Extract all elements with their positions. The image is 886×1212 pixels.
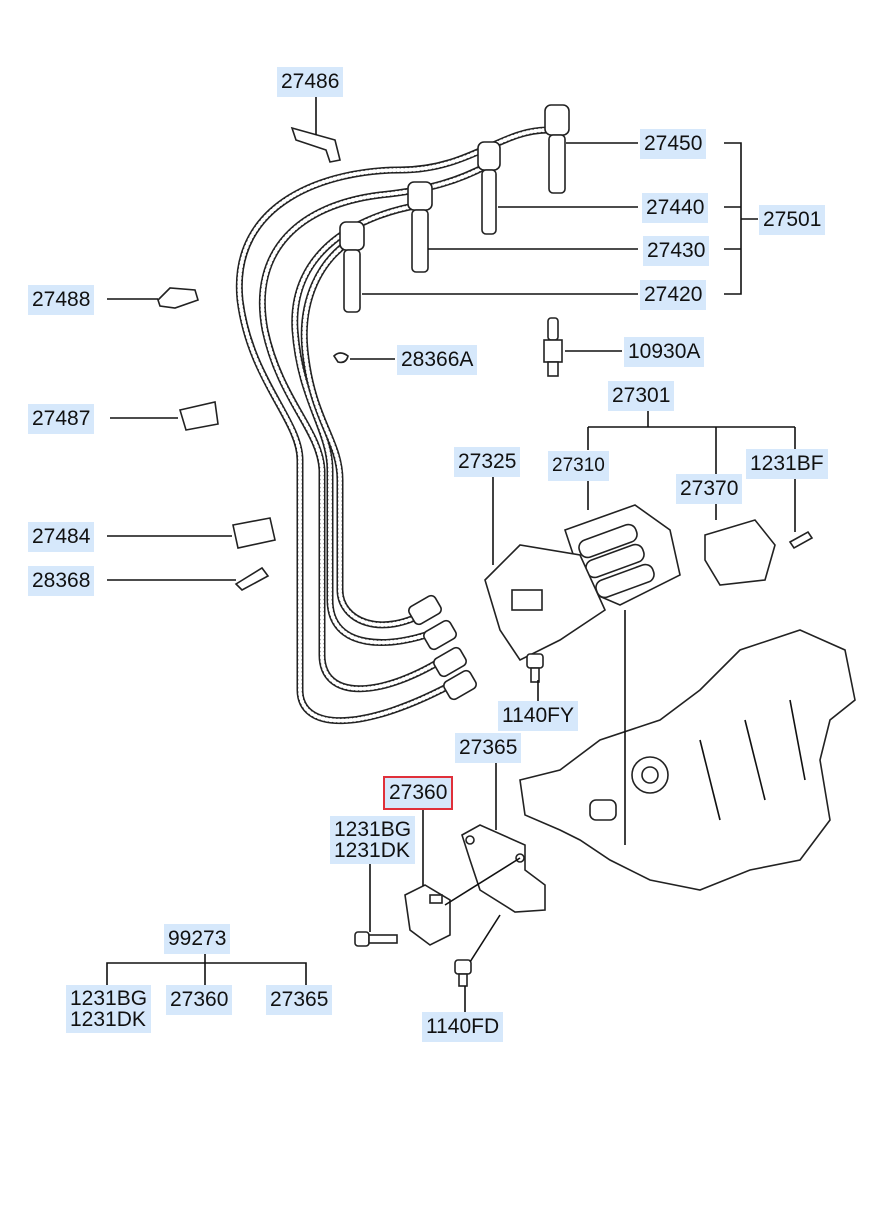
label-10930A[interactable]: 10930A <box>624 337 705 367</box>
bolt-1140FD[interactable] <box>454 959 472 987</box>
label-1140FY[interactable]: 1140FY <box>498 701 578 731</box>
label-27310[interactable]: 27310 <box>548 451 609 481</box>
wire-holder-27487[interactable] <box>178 401 219 431</box>
label-1231DK: 1231DK <box>334 839 410 862</box>
plug-boot-27440[interactable] <box>477 141 501 235</box>
label-28366A[interactable]: 28366A <box>397 345 478 375</box>
grommet-27484[interactable] <box>232 517 276 549</box>
label-27325[interactable]: 27325 <box>454 447 521 477</box>
label-1231BG: 1231BG <box>334 818 412 841</box>
label-1231BF[interactable]: 1231BF <box>746 449 828 479</box>
label-27360-selected[interactable]: 27360 <box>382 776 454 810</box>
label-kit-27360[interactable]: 27360 <box>166 985 233 1015</box>
label-28368[interactable]: 28368 <box>28 566 95 596</box>
label-27450[interactable]: 27450 <box>640 129 707 159</box>
coil-bracket-27325[interactable] <box>484 544 607 662</box>
spark-plug-10930A[interactable] <box>543 317 563 377</box>
label-27501[interactable]: 27501 <box>759 205 826 235</box>
label-kit-1231DK: 1231DK <box>70 1008 146 1031</box>
label-kit-1231BG: 1231BG <box>70 987 148 1010</box>
label-kit-27365[interactable]: 27365 <box>266 985 333 1015</box>
plug-boot-27430[interactable] <box>407 181 433 273</box>
ignition-wire-set <box>235 126 552 725</box>
label-27484[interactable]: 27484 <box>28 522 95 552</box>
label-27370[interactable]: 27370 <box>676 474 743 504</box>
ignition-coil-27310[interactable] <box>563 504 681 606</box>
bolt-1231BF[interactable] <box>788 530 814 550</box>
label-27420[interactable]: 27420 <box>640 280 707 310</box>
ignition-module-27370[interactable] <box>704 519 776 586</box>
label-99273[interactable]: 99273 <box>164 924 231 954</box>
label-27487[interactable]: 27487 <box>28 404 95 434</box>
spring-28368[interactable] <box>234 566 270 591</box>
wire-holder-27486[interactable] <box>290 126 341 163</box>
label-27440[interactable]: 27440 <box>642 193 709 223</box>
label-1231BG-1231DK[interactable]: 1231BG 1231DK <box>330 816 416 864</box>
clip-28366A[interactable] <box>332 352 349 364</box>
sensor-27360[interactable] <box>404 884 451 946</box>
label-27430[interactable]: 27430 <box>643 236 710 266</box>
leader-lines <box>106 95 796 1013</box>
bolt-1140FY[interactable] <box>526 653 544 683</box>
label-27301[interactable]: 27301 <box>608 381 675 411</box>
label-27365[interactable]: 27365 <box>455 733 522 763</box>
label-27488[interactable]: 27488 <box>28 285 95 315</box>
label-1140FD[interactable]: 1140FD <box>422 1012 504 1042</box>
label-27486[interactable]: 27486 <box>277 67 344 97</box>
intake-manifold <box>519 629 856 891</box>
plug-boot-27420[interactable] <box>339 221 365 313</box>
wire-holder-27488[interactable] <box>157 287 199 309</box>
plug-boot-27450[interactable] <box>544 104 570 194</box>
label-kit-1231BG-1231DK[interactable]: 1231BG 1231DK <box>66 985 152 1033</box>
bolt-1231BG[interactable] <box>354 931 398 947</box>
